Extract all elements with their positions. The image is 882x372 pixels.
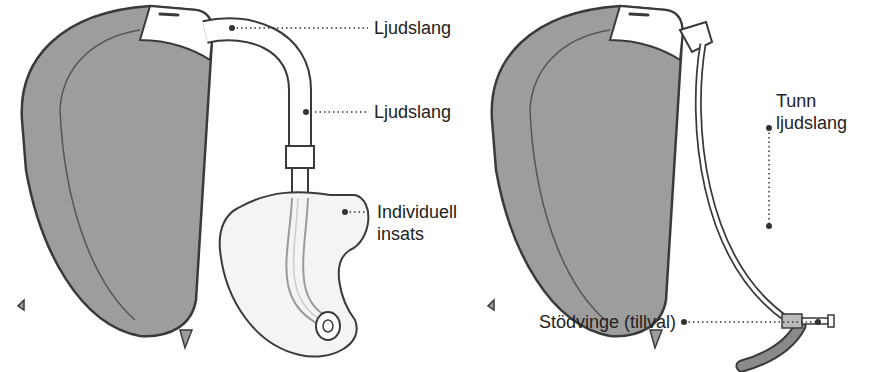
part-label: Stödvinge (tillval) — [539, 311, 676, 333]
part-label: Tunn ljudslang — [776, 90, 872, 134]
part-label: Ljudslang — [374, 17, 451, 39]
part-label: Ljudslang — [374, 101, 451, 123]
part-label: Individuell insats — [377, 201, 477, 245]
